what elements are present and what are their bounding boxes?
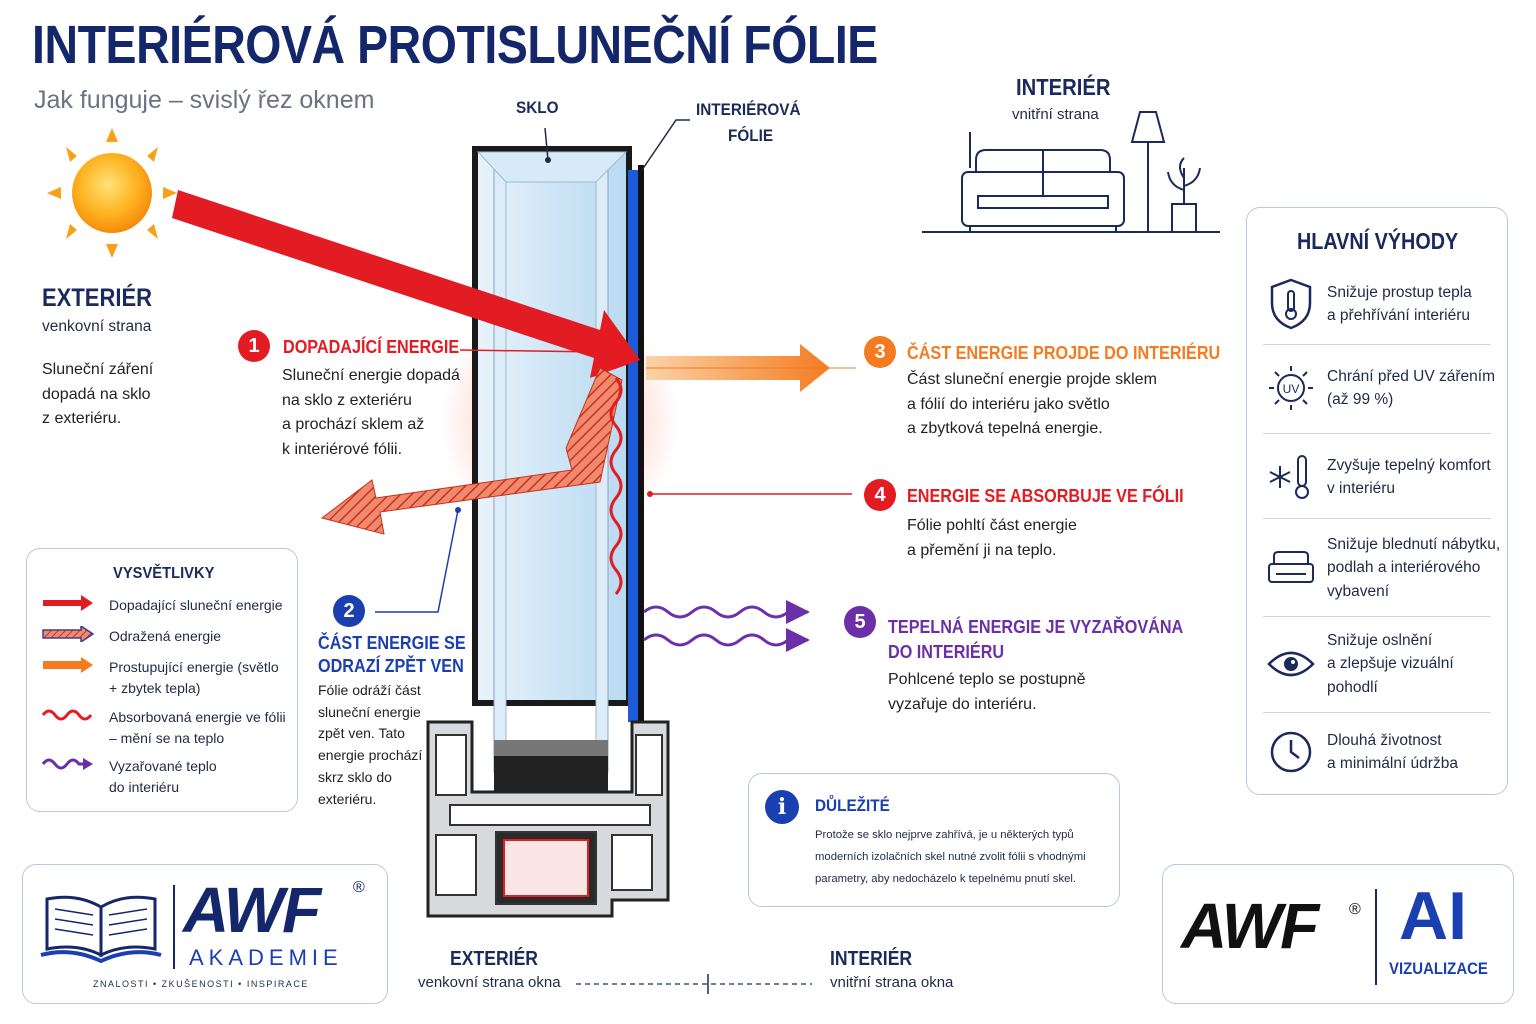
step-3-badge: 3 <box>864 336 896 368</box>
legend-item-transmitted: Prostupující energie (světlo+ zbytek tep… <box>41 657 279 699</box>
akademie-name: AKADEMIE <box>189 945 343 970</box>
exterior-text: Sluneční záření dopadá na sklo z exterié… <box>42 361 154 427</box>
step-1-title: DOPADAJÍCÍ ENERGIE <box>283 337 460 357</box>
bottom-exterior-title: EXTERIÉR <box>450 948 539 970</box>
legend-item-incoming: Dopadající sluneční energie <box>41 595 283 616</box>
info-icon: i <box>765 790 799 824</box>
thermometer-shield-icon <box>1270 278 1312 330</box>
ai-divider <box>1375 889 1377 985</box>
awf-akademie-logo: AWF ® AKADEMIE ZNALOSTI • ZKUŠENOSTI • I… <box>22 864 388 1004</box>
sun-icon <box>47 128 177 258</box>
living-room-illustration <box>922 111 1220 233</box>
interior-subtitle: vnitřní strana <box>1012 106 1099 123</box>
step-2-text: Fólie odráží část sluneční energie zpět … <box>318 682 423 807</box>
page-title: INTERIÉROVÁ PROTISLUNEČNÍ FÓLIE <box>32 15 878 75</box>
film-label-line1: INTERIÉROVÁ <box>696 100 801 119</box>
step-2-badge: 2 <box>333 595 365 627</box>
sofa-icon <box>1268 551 1314 583</box>
snowflake-thermometer-icon <box>1269 455 1309 499</box>
benefit-item: Snižuje blednutí nábytku,podlah a interi… <box>1247 526 1507 610</box>
important-text: Protože se sklo nejprve zahřívá, je u ně… <box>815 829 1086 885</box>
bottom-exterior-sub: venkovní strana okna <box>418 974 561 991</box>
hatched-arrow-icon <box>42 626 95 642</box>
glass-label: SKLO <box>516 98 559 117</box>
step-5-badge: 5 <box>844 606 876 638</box>
bottom-interior-sub: vnitřní strana okna <box>830 974 954 991</box>
exterior-title: EXTERIÉR <box>42 284 153 312</box>
benefit-item: UV Chrání před UV zářením(až 99 %) <box>1247 352 1507 424</box>
step-4-badge: 4 <box>864 479 896 511</box>
eye-icon <box>1267 651 1315 677</box>
step-5-title: TEPELNÁ ENERGIE JE VYZAŘOVÁNA DO INTERIÉ… <box>888 617 1184 662</box>
ai-reg-mark: ® <box>1349 901 1361 918</box>
legend-panel: VYSVĚTLIVKY Dopadající sluneční energie … <box>26 548 298 812</box>
ai-name: VIZUALIZACE <box>1389 959 1488 978</box>
bottom-interior-title: INTERIÉR <box>830 948 913 970</box>
svg-text:UV: UV <box>1283 382 1300 396</box>
book-icon <box>40 895 162 964</box>
benefits-title: HLAVNÍ VÝHODY <box>1297 228 1459 254</box>
awf-ai-logo: AWF ® AI VIZUALIZACE <box>1162 864 1514 1004</box>
absorbed-wave <box>609 377 623 595</box>
uv-sun-icon: UV <box>1269 366 1313 410</box>
incoming-energy-arrow <box>172 190 640 378</box>
ai-brand: AWF <box>1181 890 1319 962</box>
interior-title: INTERIÉR <box>1016 74 1111 100</box>
important-title: DŮLEŽITÉ <box>815 796 890 815</box>
exterior-subtitle: venkovní strana <box>42 318 152 335</box>
step-1-text: Sluneční energie dopadá na sklo z exteri… <box>282 367 460 458</box>
akademie-tagline: ZNALOSTI • ZKUŠENOSTI • INSPIRACE <box>93 979 309 989</box>
radiated-heat-arrows <box>643 605 808 647</box>
red-arrow-icon <box>43 595 93 611</box>
purple-wave-arrow-icon <box>41 758 93 770</box>
step-4-text: Fólie pohltí část energie a přemění ji n… <box>907 517 1077 559</box>
window-frame <box>426 146 670 918</box>
logo-divider <box>173 885 175 969</box>
akademie-reg-mark: ® <box>353 879 365 896</box>
ai-label: AI <box>1399 878 1467 954</box>
reflected-energy-arrow <box>320 367 623 535</box>
step-5-text: Pohlcené teplo se postupně vyzařuje do i… <box>888 671 1086 713</box>
orange-arrow-icon <box>43 657 93 673</box>
film-label-line2: FÓLIE <box>728 126 774 145</box>
akademie-brand: AWF <box>183 874 321 946</box>
step-2-title: ČÁST ENERGIE SE ODRAZÍ ZPĚT VEN <box>318 633 466 676</box>
step-3-title: ČÁST ENERGIE PROJDE DO INTERIÉRU <box>907 343 1221 363</box>
legend-item-absorbed: Absorbovaná energie ve fólii– mění se na… <box>41 707 286 749</box>
clock-icon <box>1270 731 1312 773</box>
red-wave-icon <box>41 709 93 721</box>
step-3-text: Část sluneční energie projde sklem a fól… <box>907 371 1157 437</box>
legend-title: VYSVĚTLIVKY <box>113 565 215 582</box>
page-subtitle: Jak funguje – svislý řez oknem <box>34 86 375 114</box>
important-note: i DŮLEŽITÉ Protože se sklo nejprve zahří… <box>748 773 1120 907</box>
legend-item-reflected: Odražená energie <box>41 626 221 647</box>
step-1-badge: 1 <box>238 330 270 362</box>
step-4-title: ENERGIE SE ABSORBUJE VE FÓLII <box>907 486 1184 506</box>
